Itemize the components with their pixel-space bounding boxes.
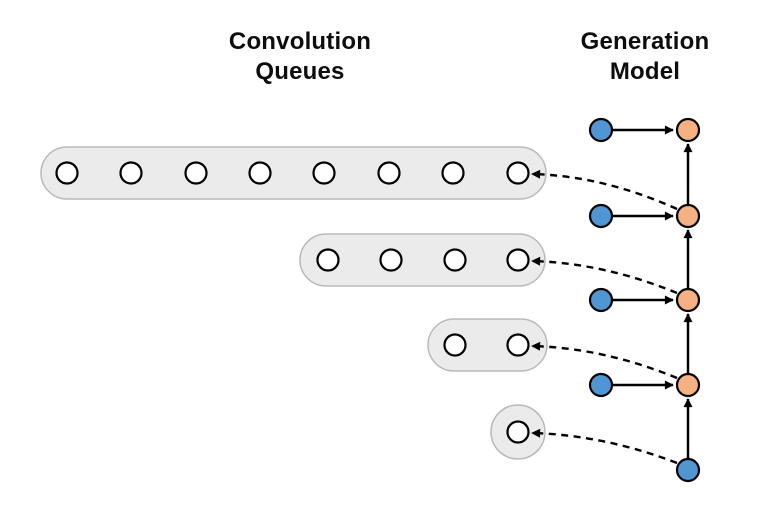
queue-8-slot <box>441 161 465 185</box>
title-line: Queues <box>255 58 345 85</box>
queue-2-pill <box>427 318 548 372</box>
queue-4-slot <box>506 248 530 272</box>
queue-1-slot <box>506 420 530 444</box>
convolution-queues-title: Convolution Queues <box>150 27 450 87</box>
output-node-t4 <box>675 117 701 143</box>
queue-2-slot <box>506 333 530 357</box>
queue-4-slot <box>316 248 340 272</box>
queue-8-slot <box>506 161 530 185</box>
input-node-t1 <box>588 372 614 398</box>
queue-8-pill <box>40 146 547 200</box>
title-line: Convolution <box>228 28 372 55</box>
enqueue-arrow-q8 <box>531 169 678 211</box>
queue-8-slot <box>377 161 401 185</box>
queue-8-slot <box>55 161 79 185</box>
queue-8-slot <box>312 161 336 185</box>
queue-4-pill <box>299 233 546 287</box>
title-line: Generation <box>580 28 710 55</box>
input-node-t0 <box>675 457 701 483</box>
enqueue-arrow-q4 <box>531 256 678 295</box>
queue-8-slot <box>184 161 208 185</box>
queue-2-slot <box>443 333 467 357</box>
queue-8-slot <box>248 161 272 185</box>
generation-model-title: Generation Model <box>545 27 745 87</box>
input-node-t3 <box>588 203 614 229</box>
queue-4-slot <box>379 248 403 272</box>
queue-4-slot <box>443 248 467 272</box>
enqueue-arrow-q1 <box>531 428 678 465</box>
input-node-t4 <box>588 117 614 143</box>
output-node-t2 <box>675 287 701 313</box>
title-line: Model <box>609 58 681 85</box>
output-node-t3 <box>675 203 701 229</box>
input-node-t2 <box>588 287 614 313</box>
queue-8-slot <box>119 161 143 185</box>
output-node-t1 <box>675 372 701 398</box>
enqueue-arrow-q2 <box>531 341 678 380</box>
